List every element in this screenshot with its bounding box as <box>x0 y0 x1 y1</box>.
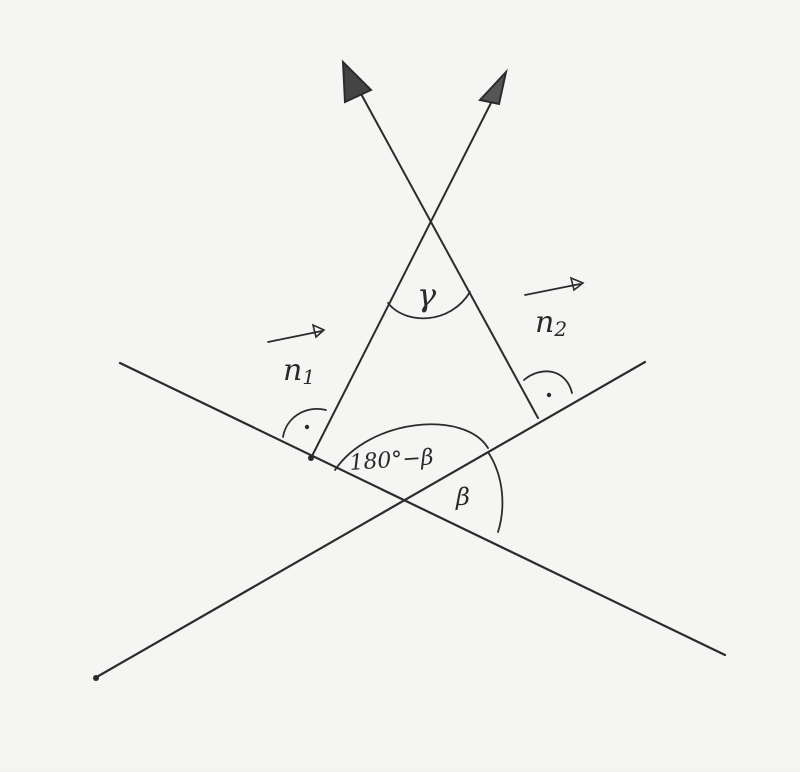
supplement-angle-arc <box>334 423 489 471</box>
beta-label: β <box>455 483 470 511</box>
gamma-arc <box>387 291 471 320</box>
line-end-dot <box>93 675 99 681</box>
plane-line-2 <box>93 360 647 680</box>
plane-line-1 <box>118 361 727 657</box>
n2-label-symbol: n <box>535 305 554 340</box>
right-angle-dot-n1 <box>304 424 310 430</box>
right-angle-mark-n2 <box>523 370 573 394</box>
n1-label-symbol: n <box>283 353 302 388</box>
n2-vector-bar-arrow <box>569 276 585 292</box>
n1-arrowhead <box>478 68 508 106</box>
n1-label-subscript: 1 <box>302 365 315 389</box>
normal-vector-n2 <box>359 91 539 419</box>
n1-vector-bar-arrow <box>311 323 326 339</box>
n2-arrowhead <box>341 59 373 104</box>
normal-vector-n1 <box>310 94 496 459</box>
n2-vector-bar <box>524 283 581 296</box>
right-angle-dot-n2 <box>546 392 552 398</box>
n1-foot-dot <box>308 455 314 461</box>
n1-label: n1 <box>283 353 315 389</box>
n1-vector-bar <box>267 330 323 343</box>
right-angle-mark-n1 <box>282 408 327 438</box>
n2-label-subscript: 2 <box>553 317 567 341</box>
supplement-angle-label: 180°−β <box>349 445 435 476</box>
n2-label: n2 <box>535 305 567 341</box>
beta-angle-arc <box>487 451 504 533</box>
gamma-label: γ <box>417 276 437 314</box>
